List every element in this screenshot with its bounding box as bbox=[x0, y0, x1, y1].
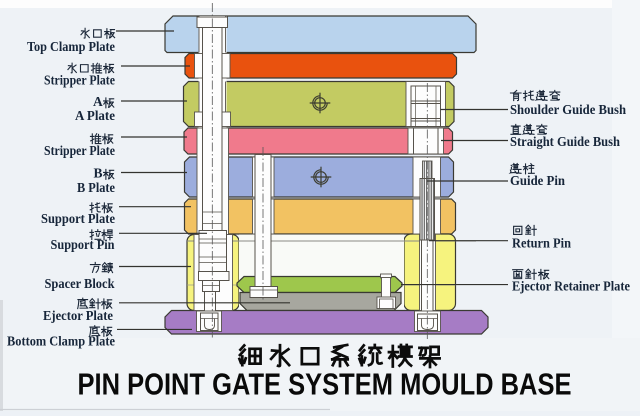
svg-text:Top Clamp Plate: Top Clamp Plate bbox=[27, 39, 115, 54]
svg-text:Spacer Block: Spacer Block bbox=[45, 276, 115, 291]
svg-text:Return Pin: Return Pin bbox=[512, 235, 571, 250]
svg-text:Ejector Plate: Ejector Plate bbox=[43, 308, 113, 323]
svg-text:Support Plate: Support Plate bbox=[41, 211, 115, 226]
svg-text:A Plate: A Plate bbox=[75, 108, 115, 123]
svg-text:Stripper Plate: Stripper Plate bbox=[44, 143, 115, 158]
svg-text:Guide Pin: Guide Pin bbox=[510, 173, 565, 188]
svg-text:Bottom Clamp Plate: Bottom Clamp Plate bbox=[7, 334, 115, 349]
svg-text:PIN POINT GATE SYSTEM MOULD BA: PIN POINT GATE SYSTEM MOULD BASE bbox=[78, 367, 572, 402]
svg-text:Straight Guide Bush: Straight Guide Bush bbox=[510, 134, 620, 149]
svg-text:Ejector Retainer Plate: Ejector Retainer Plate bbox=[512, 279, 630, 294]
svg-text:A: A bbox=[93, 94, 103, 109]
svg-text:Shoulder Guide Bush: Shoulder Guide Bush bbox=[510, 102, 626, 117]
svg-text:B Plate: B Plate bbox=[77, 180, 115, 195]
svg-text:Support Pin: Support Pin bbox=[51, 237, 115, 252]
svg-text:Stripper Plate: Stripper Plate bbox=[44, 72, 115, 87]
svg-text:B: B bbox=[94, 166, 103, 181]
